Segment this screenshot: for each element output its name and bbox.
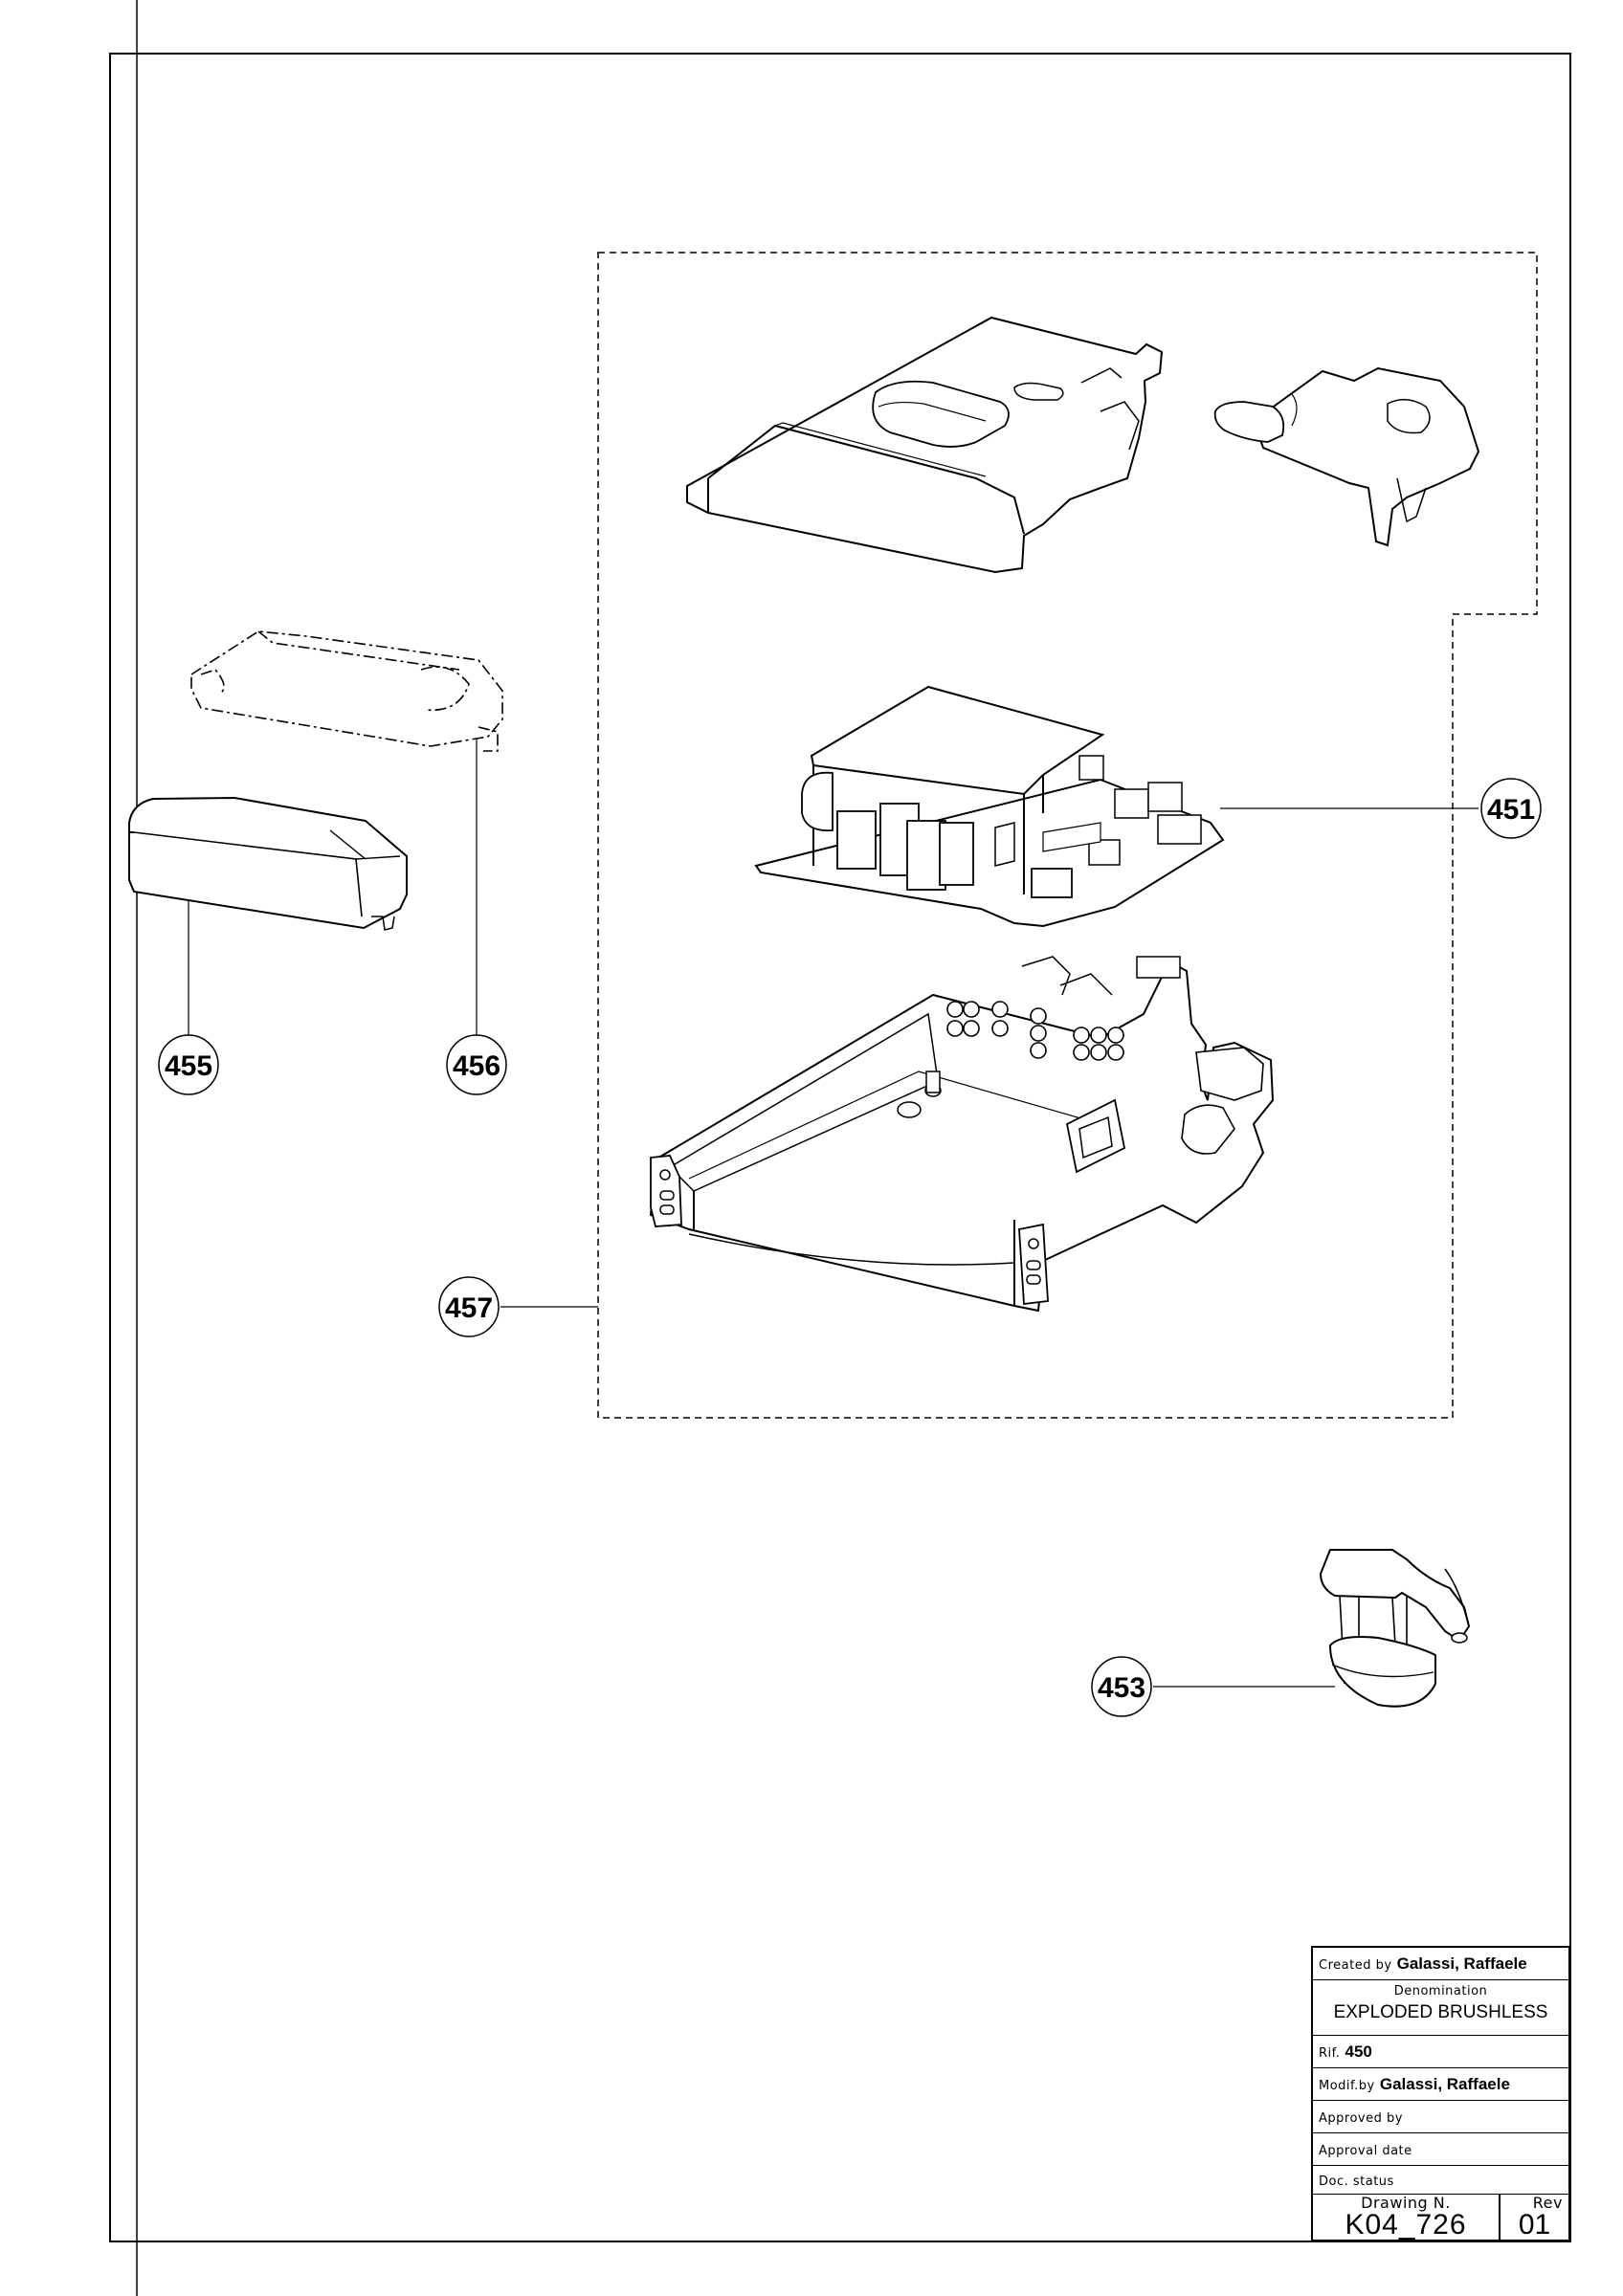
- doc-status-row: Doc. status: [1313, 2166, 1568, 2195]
- assembly-boundary: [597, 252, 1538, 1419]
- revision-value: 01: [1518, 2209, 1551, 2241]
- drawing-number-value: K04_726: [1345, 2209, 1467, 2241]
- modif-by-label: Modif.by: [1319, 2079, 1375, 2093]
- approved-by-row: Approved by: [1313, 2101, 1568, 2133]
- small-cover-part: [1213, 366, 1480, 547]
- rif-label: Rif.: [1319, 2046, 1341, 2061]
- revision-cell: Rev 01: [1501, 2195, 1568, 2240]
- denomination-row: Denomination EXPLODED BRUSHLESS: [1313, 1980, 1568, 2036]
- denomination-label: Denomination: [1393, 1984, 1488, 1998]
- power-plug-part: [1319, 1549, 1471, 1708]
- denomination-value: EXPLODED BRUSHLESS: [1333, 2002, 1548, 2022]
- modif-by-row: Modif.by Galassi, Raffaele: [1313, 2068, 1568, 2101]
- title-block: Created by Galassi, Raffaele Denominatio…: [1311, 1946, 1570, 2241]
- callout-label-451: 451: [1487, 794, 1535, 826]
- phantom-cover-part: [190, 630, 503, 752]
- rif-value: 450: [1345, 2042, 1372, 2061]
- doc-status-label: Doc. status: [1319, 2175, 1394, 2189]
- pcb-board-part: [754, 685, 1225, 928]
- callout-label-455: 455: [165, 1050, 212, 1082]
- top-cover-part: [686, 316, 1164, 574]
- callout-label-456: 456: [453, 1050, 500, 1082]
- callout-456: 456: [446, 1034, 507, 1095]
- modif-by-value: Galassi, Raffaele: [1379, 2075, 1510, 2093]
- callout-label-457: 457: [445, 1292, 493, 1324]
- approved-by-label: Approved by: [1319, 2111, 1403, 2126]
- chassis-part: [649, 956, 1275, 1313]
- callout-label-453: 453: [1098, 1672, 1145, 1704]
- rif-row: Rif. 450: [1313, 2036, 1568, 2068]
- created-by-row: Created by Galassi, Raffaele: [1313, 1948, 1568, 1980]
- drawing-border: [109, 53, 1571, 2242]
- approval-date-row: Approval date: [1313, 2133, 1568, 2166]
- drawing-number-cell: Drawing N. K04_726: [1313, 2195, 1501, 2240]
- revision-label: Rev: [1532, 2194, 1563, 2212]
- enclosure-box-part: [128, 796, 408, 931]
- leader-lines: [188, 739, 1478, 1688]
- callout-455: 455: [158, 1034, 219, 1095]
- callout-457: 457: [438, 1276, 500, 1337]
- drawing-number-label: Drawing N.: [1361, 2194, 1451, 2212]
- callout-451: 451: [1480, 778, 1542, 839]
- callout-453: 453: [1091, 1656, 1152, 1717]
- approval-date-label: Approval date: [1319, 2144, 1412, 2158]
- created-by-value: Galassi, Raffaele: [1396, 1954, 1527, 1973]
- created-by-label: Created by: [1319, 1958, 1392, 1973]
